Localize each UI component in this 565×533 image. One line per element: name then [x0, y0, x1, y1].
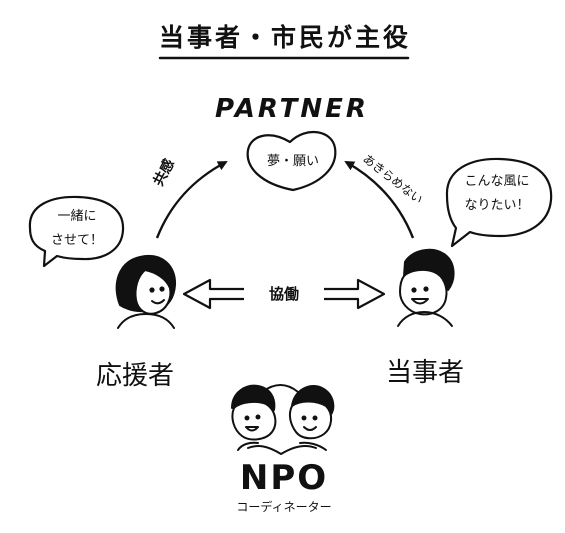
- supporter-figure: [115, 254, 177, 329]
- supporter-label: 応援者: [96, 361, 175, 391]
- speech-right-line-2: なりたい！: [464, 198, 530, 213]
- heart-text: 夢・願い: [266, 154, 319, 169]
- speech-text-left: 一緒に させて！: [32, 205, 122, 253]
- party-label: 当事者: [386, 358, 465, 388]
- speech-right-line-1: こんな風に: [464, 174, 530, 189]
- npo-coordinators-figure: [231, 384, 335, 455]
- npo-label: NPO: [239, 458, 329, 498]
- party-figure: [397, 248, 455, 327]
- diagram-title: 当事者・市民が主役: [158, 23, 411, 52]
- collaboration-label: 協働: [244, 283, 324, 304]
- never-give-up-arrow: [344, 160, 415, 239]
- speech-bubble-left: [28, 195, 125, 268]
- speech-left-line-1: 一緒に: [57, 209, 97, 224]
- speech-text-right: こんな風に なりたい！: [447, 170, 547, 218]
- speech-bubble-right: [445, 157, 553, 248]
- partner-label: PARTNER: [215, 94, 369, 124]
- heart-shape: [246, 130, 337, 192]
- empathy-arrow: [155, 160, 228, 239]
- speech-left-line-2: させて！: [50, 233, 103, 248]
- coordinator-label: コーディネーター: [236, 500, 332, 514]
